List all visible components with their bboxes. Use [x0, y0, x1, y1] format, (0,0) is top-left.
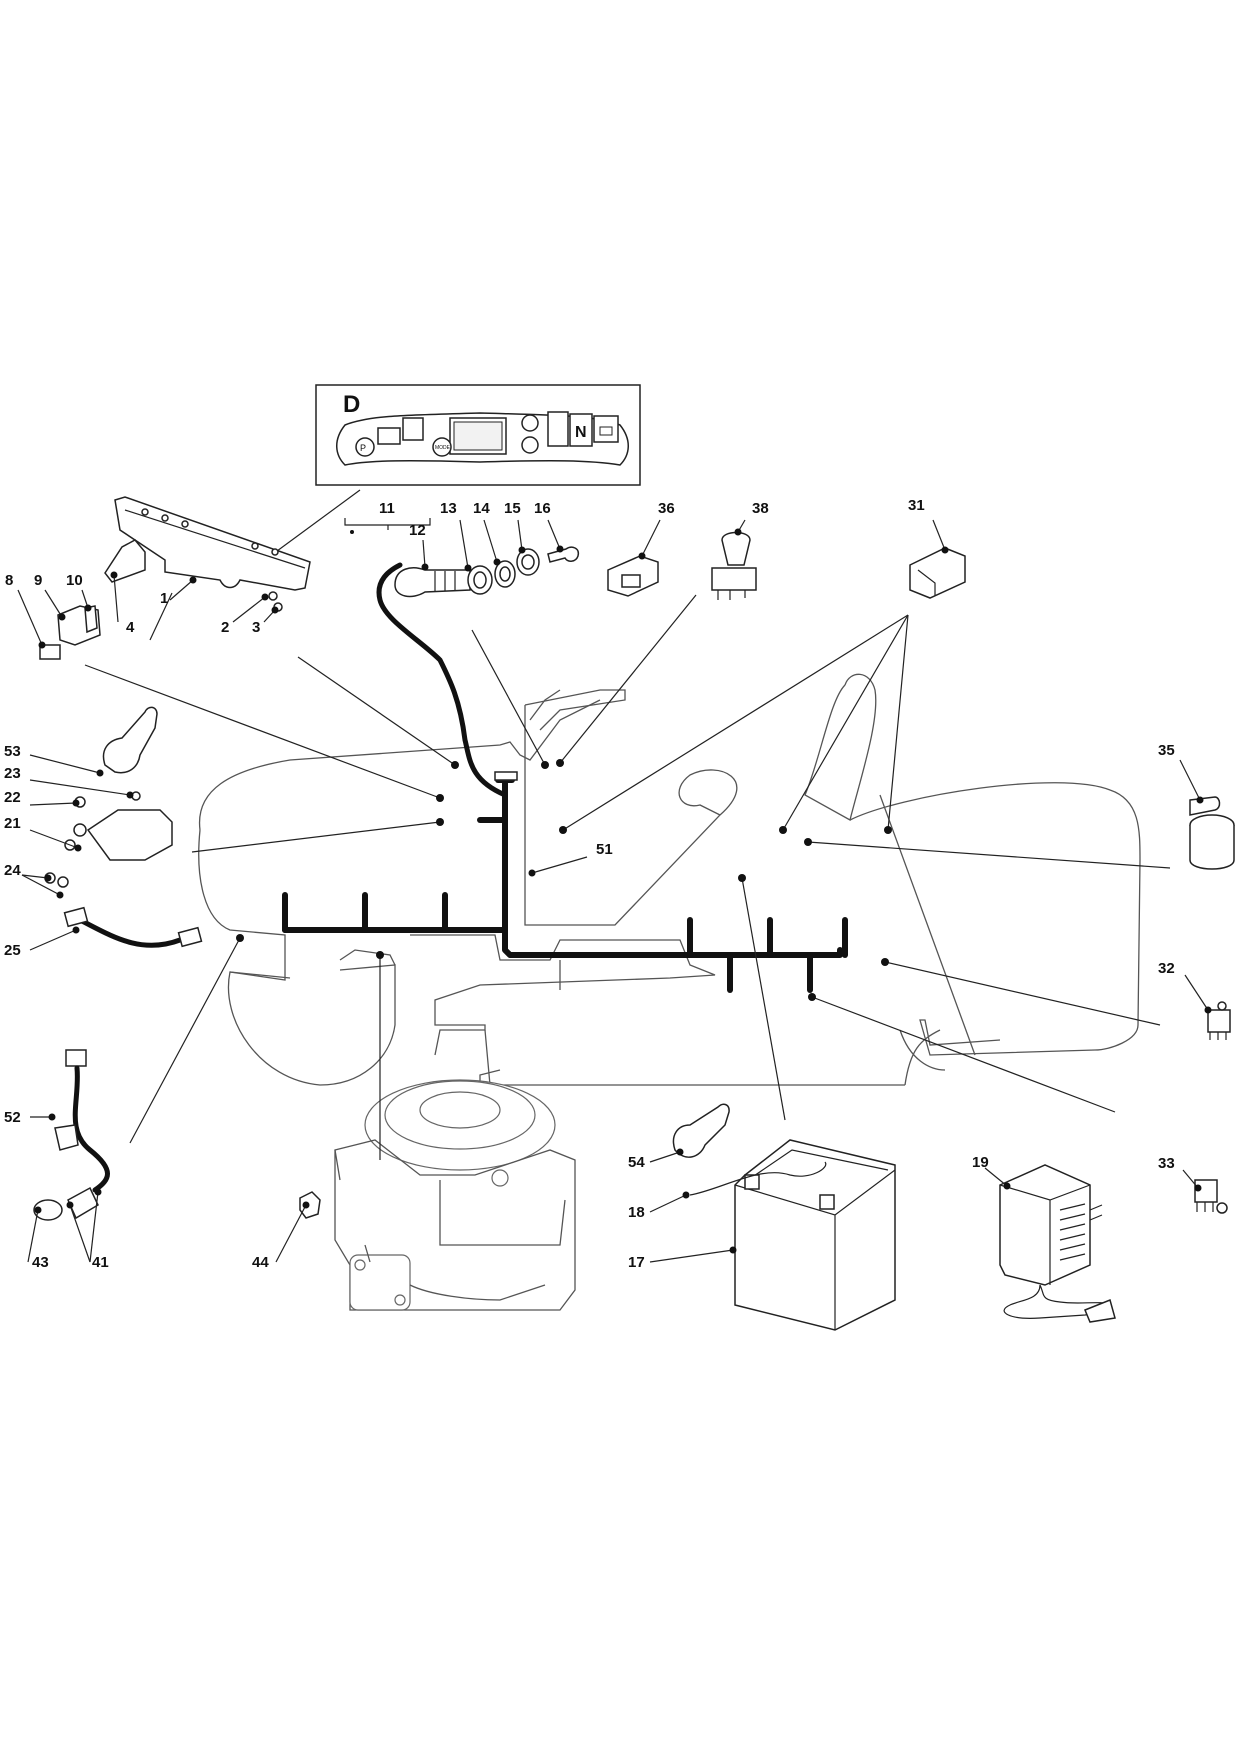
battery-part — [734, 1139, 896, 1331]
leader-lines — [17, 518, 1212, 1263]
cable-part — [77, 917, 183, 948]
boot-part — [672, 1103, 730, 1158]
bracket-part — [104, 539, 146, 583]
battery-icon — [593, 415, 619, 443]
callout-44: 44 — [252, 1254, 269, 1271]
clip-part — [54, 1124, 79, 1151]
engine-oil-icon — [521, 436, 539, 454]
callout-4: 4 — [126, 619, 135, 636]
power-socket-part — [1189, 796, 1221, 816]
svg-text:MODE: MODE — [435, 445, 451, 451]
solenoid-part — [86, 809, 173, 861]
fuel-icon — [521, 414, 539, 432]
callout-33: 33 — [1158, 1155, 1175, 1172]
callout-16: 16 — [534, 500, 551, 517]
cutting-height-icon — [402, 417, 424, 441]
neutral-label: N — [575, 424, 587, 441]
seat-icon — [547, 411, 569, 447]
callout-21: 21 — [4, 815, 21, 832]
callout-labels: 1 2 3 4 8 9 10 11 12 13 14 15 16 17 18 1… — [4, 497, 1175, 1271]
callout-52: 52 — [4, 1109, 21, 1126]
pto-switch-part — [909, 547, 966, 599]
callout-11: 11 — [379, 500, 395, 517]
inset-label: D — [343, 391, 360, 418]
parking-brake-icon — [355, 437, 375, 457]
parts — [33, 496, 1235, 1331]
wiring-harness — [282, 562, 848, 993]
bulb-part — [33, 1199, 63, 1221]
callout-8: 8 — [5, 572, 13, 589]
svg-text:P: P — [360, 443, 366, 453]
connector-part — [65, 1049, 87, 1067]
push-button-part — [721, 531, 751, 566]
blade-icon — [377, 427, 401, 445]
callout-24: 24 — [4, 862, 21, 879]
mode-button — [432, 437, 452, 457]
tractor-outline — [198, 673, 1141, 1086]
callout-32: 32 — [1158, 960, 1175, 977]
micro-switch-part — [1194, 1179, 1218, 1203]
callout-25: 25 — [4, 942, 21, 959]
callout-2: 2 — [221, 619, 229, 636]
callout-43: 43 — [32, 1254, 49, 1271]
callout-9: 9 — [34, 572, 42, 589]
callout-17: 17 — [628, 1254, 645, 1271]
callout-3: 3 — [252, 619, 260, 636]
ignition-switch-part — [394, 567, 471, 598]
callout-53: 53 — [4, 743, 21, 760]
key-part — [547, 546, 580, 563]
nut-44-part — [299, 1191, 321, 1219]
callout-35: 35 — [1158, 742, 1175, 759]
terminal-cap-part — [102, 706, 158, 774]
engine-ghost — [334, 1079, 576, 1311]
callout-54: 54 — [628, 1154, 645, 1171]
callout-12: 12 — [409, 522, 426, 539]
screw-part — [268, 591, 278, 601]
callout-15: 15 — [504, 500, 521, 517]
callout-41: 41 — [92, 1254, 109, 1271]
callout-51: 51 — [596, 841, 613, 858]
callout-22: 22 — [4, 789, 21, 806]
callout-1: 1 — [160, 590, 168, 607]
callout-36: 36 — [658, 500, 675, 517]
callout-31: 31 — [908, 497, 925, 514]
callout-19: 19 — [972, 1154, 989, 1171]
dashboard-inset: D P MODE N — [257, 384, 641, 566]
callout-23: 23 — [4, 765, 21, 782]
callout-10: 10 — [66, 572, 83, 589]
callout-38: 38 — [752, 500, 769, 517]
micro-switch-part — [1207, 1009, 1231, 1033]
callout-13: 13 — [440, 500, 457, 517]
callout-18: 18 — [628, 1204, 645, 1221]
neutral-icon — [569, 413, 593, 447]
callout-14: 14 — [473, 500, 490, 517]
bulb-holder-part — [67, 1186, 99, 1220]
fuse-part — [39, 644, 61, 660]
battery-charger-part — [999, 1164, 1091, 1286]
